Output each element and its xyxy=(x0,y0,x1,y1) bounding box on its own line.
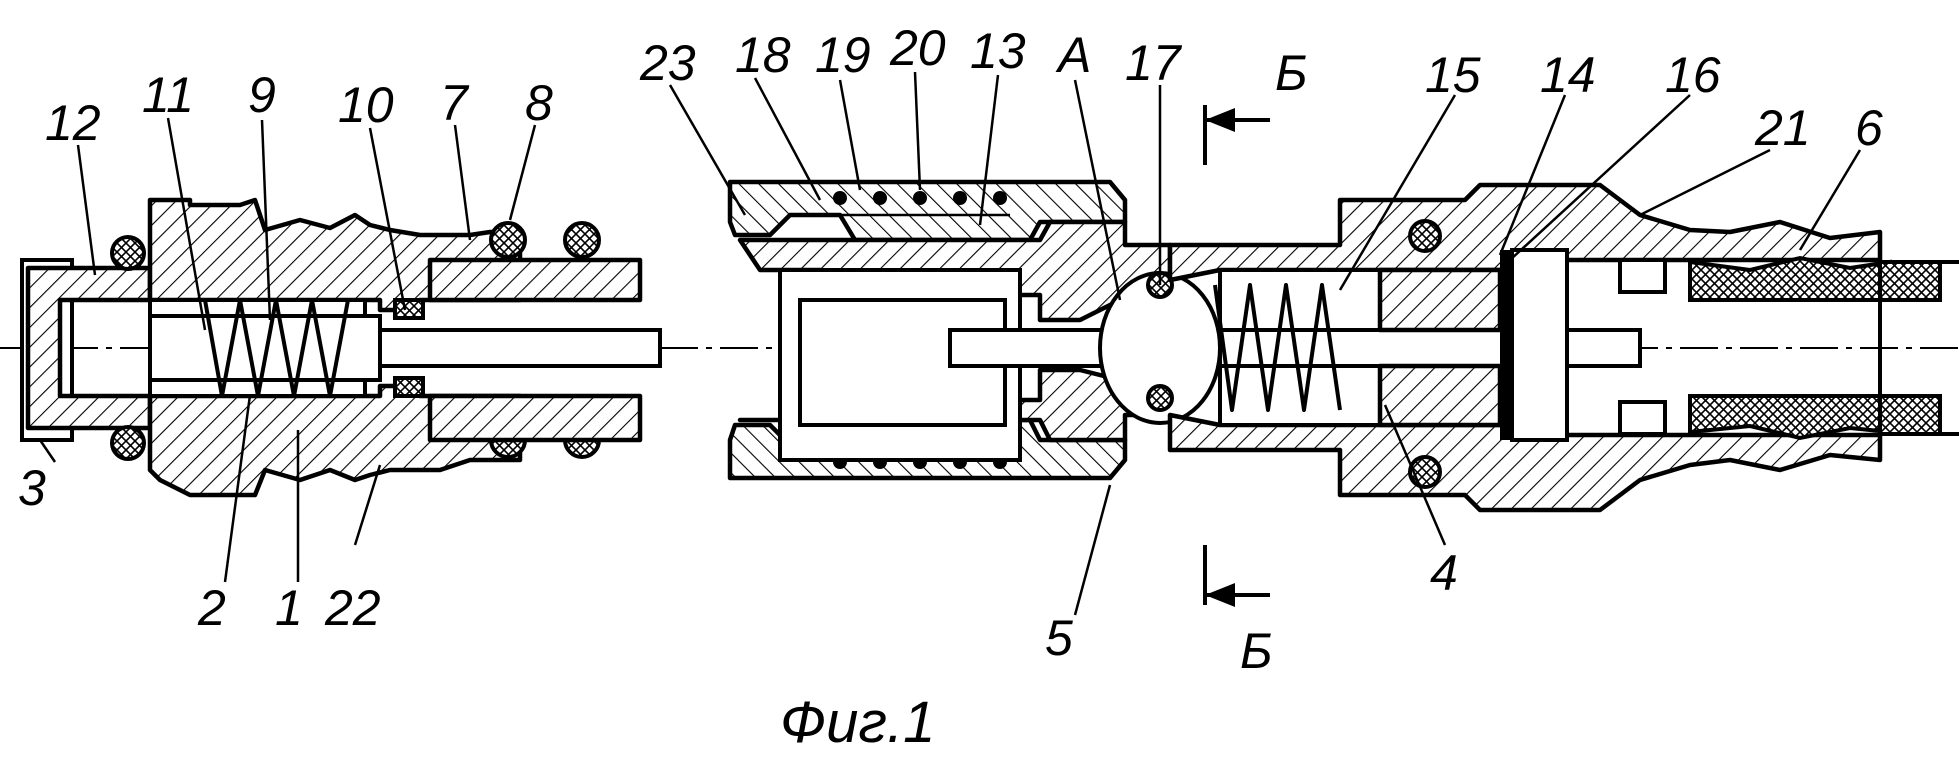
label-9: 9 xyxy=(248,67,276,123)
label-1: 1 xyxy=(275,580,303,636)
label-11: 11 xyxy=(142,67,194,123)
label-20: 20 xyxy=(889,20,946,76)
label-18: 18 xyxy=(735,27,791,83)
label-22: 22 xyxy=(324,580,381,636)
left-coupling-half xyxy=(22,200,660,495)
label-17: 17 xyxy=(1125,35,1183,91)
label-23: 23 xyxy=(639,35,696,91)
label-16: 16 xyxy=(1665,47,1721,103)
label-2: 2 xyxy=(197,580,226,636)
section-label-bottom: Б xyxy=(1240,623,1273,679)
label-13: 13 xyxy=(970,23,1026,79)
label-8: 8 xyxy=(525,75,553,131)
label-14: 14 xyxy=(1540,47,1596,103)
section-marker-bottom xyxy=(1205,545,1270,607)
label-4: 4 xyxy=(1430,545,1458,601)
label-21: 21 xyxy=(1754,100,1811,156)
socket-half xyxy=(730,182,1220,478)
label-5: 5 xyxy=(1045,610,1073,666)
section-label-top: Б xyxy=(1275,45,1308,101)
label-10: 10 xyxy=(338,77,394,133)
label-6: 6 xyxy=(1855,100,1883,156)
label-A: А xyxy=(1055,27,1091,83)
right-fitting xyxy=(1170,185,1959,510)
label-12: 12 xyxy=(45,95,101,151)
label-3: 3 xyxy=(18,460,46,516)
figure-caption: Фиг.1 xyxy=(780,690,935,755)
label-7: 7 xyxy=(440,75,470,131)
label-19: 19 xyxy=(815,27,871,83)
section-marker-top xyxy=(1205,105,1270,165)
label-15: 15 xyxy=(1425,47,1481,103)
